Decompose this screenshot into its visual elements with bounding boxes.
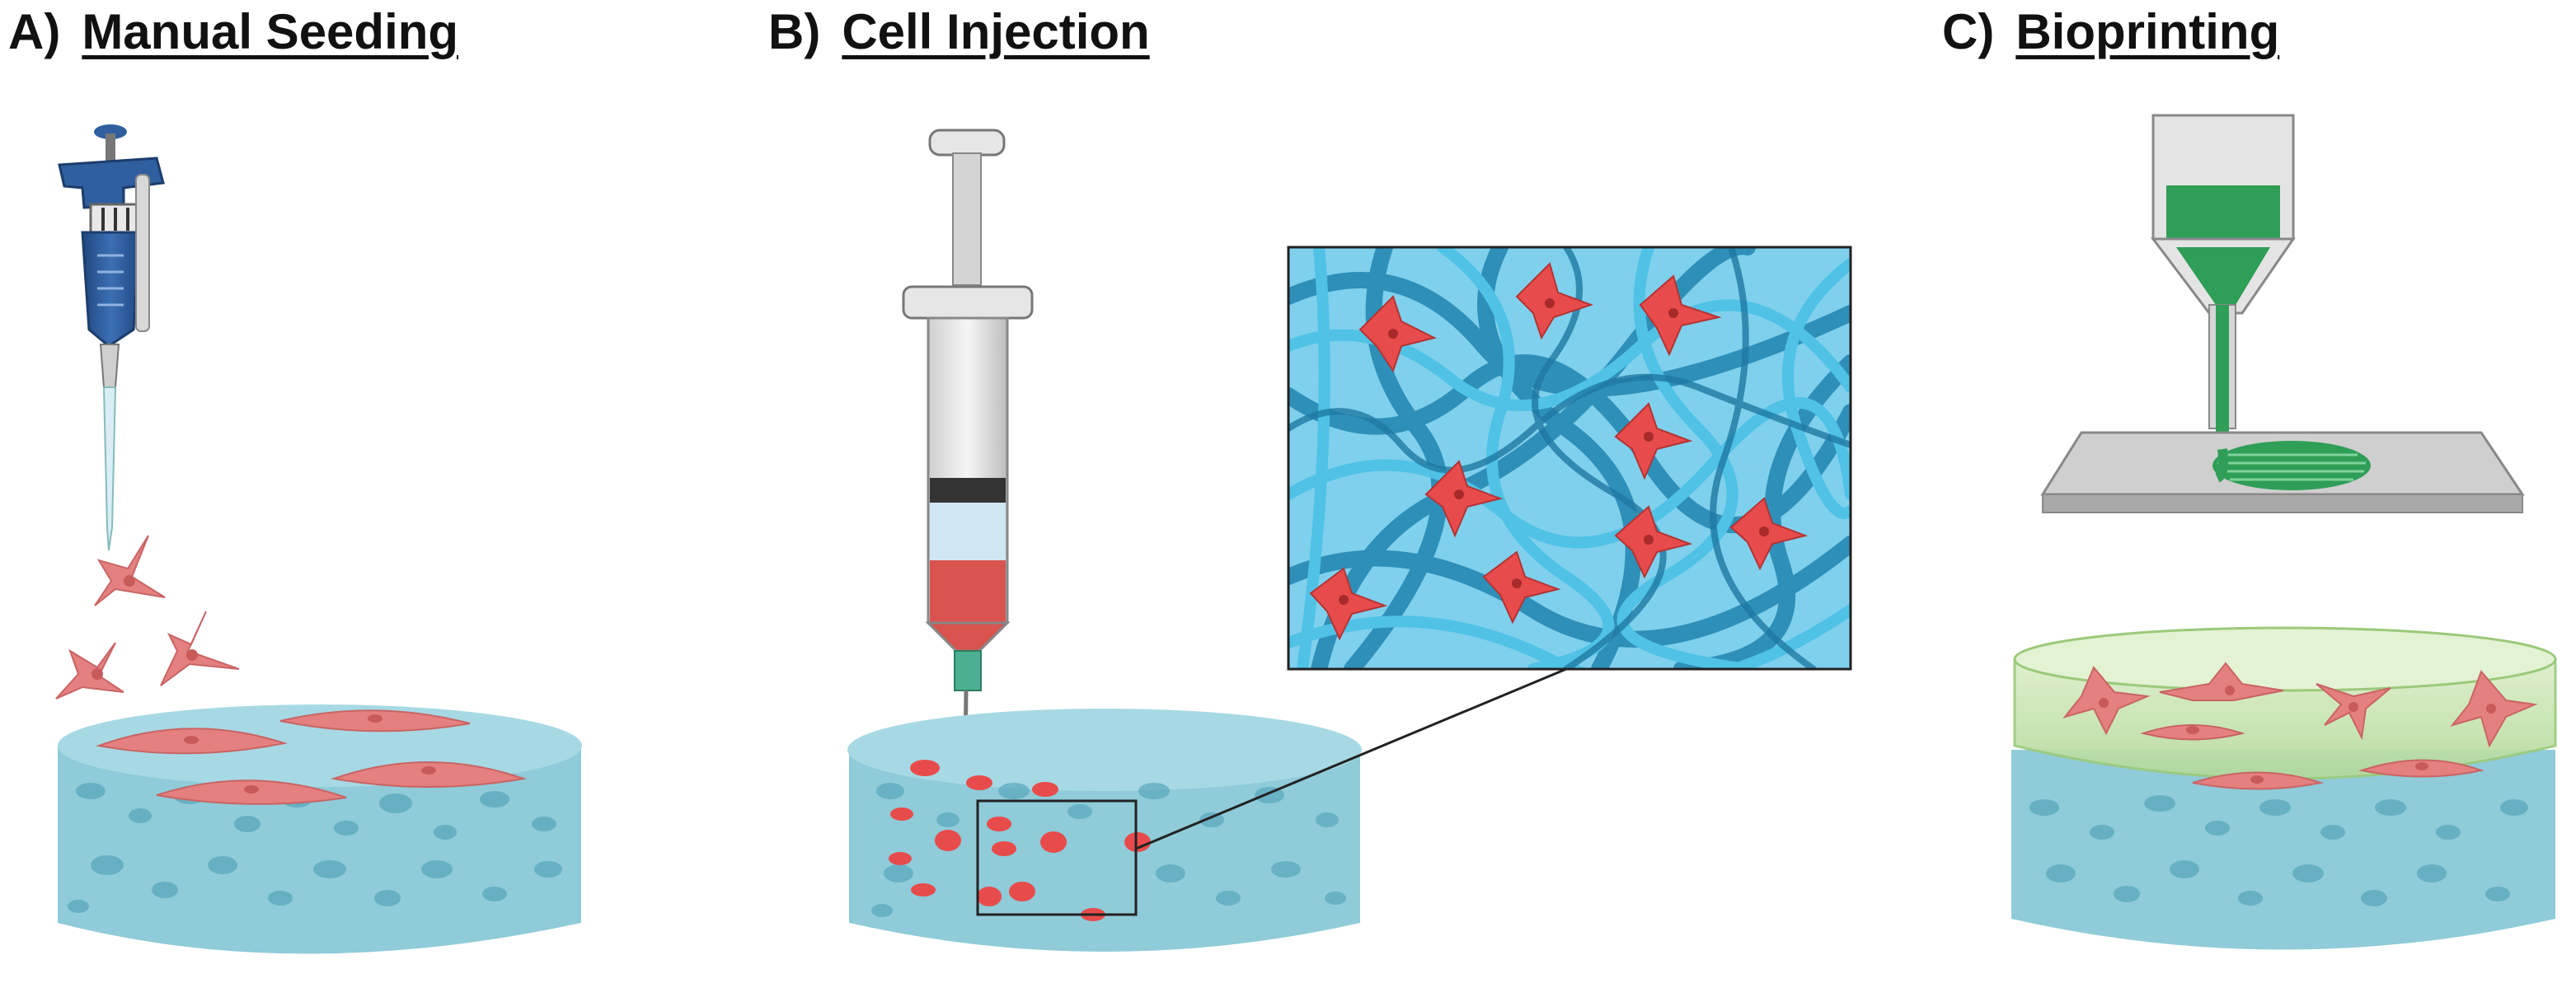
panel-c-name: Bioprinting [2015, 4, 2280, 59]
flattened-cells [96, 709, 527, 805]
fiber-inset [1287, 246, 1852, 671]
zoom-indicator [976, 667, 1567, 916]
inset-cells [1309, 262, 1809, 641]
panel-b-title: B) Cell Injection [768, 3, 1150, 60]
scaffold-c [2011, 750, 2555, 950]
injected-cells [889, 760, 1151, 921]
printed-construct [2212, 441, 2371, 490]
panel-a-letter: A) [8, 4, 61, 59]
panel-c-letter: C) [1942, 4, 1995, 59]
panel-b-letter: B) [768, 4, 821, 59]
panel-c-title: C) Bioprinting [1942, 3, 2279, 60]
encapsulated-cells [2062, 662, 2538, 790]
panel-a-name: Manual Seeding [82, 4, 459, 59]
syringe-icon [902, 129, 1034, 821]
panel-a-title: A) Manual Seeding [8, 3, 458, 60]
pipette-icon [58, 124, 165, 551]
panel-b-name: Cell Injection [842, 4, 1150, 59]
hydrogel-layer [2013, 626, 2557, 780]
falling-cells [55, 535, 240, 700]
bioprinter-nozzle-icon [2150, 114, 2296, 449]
